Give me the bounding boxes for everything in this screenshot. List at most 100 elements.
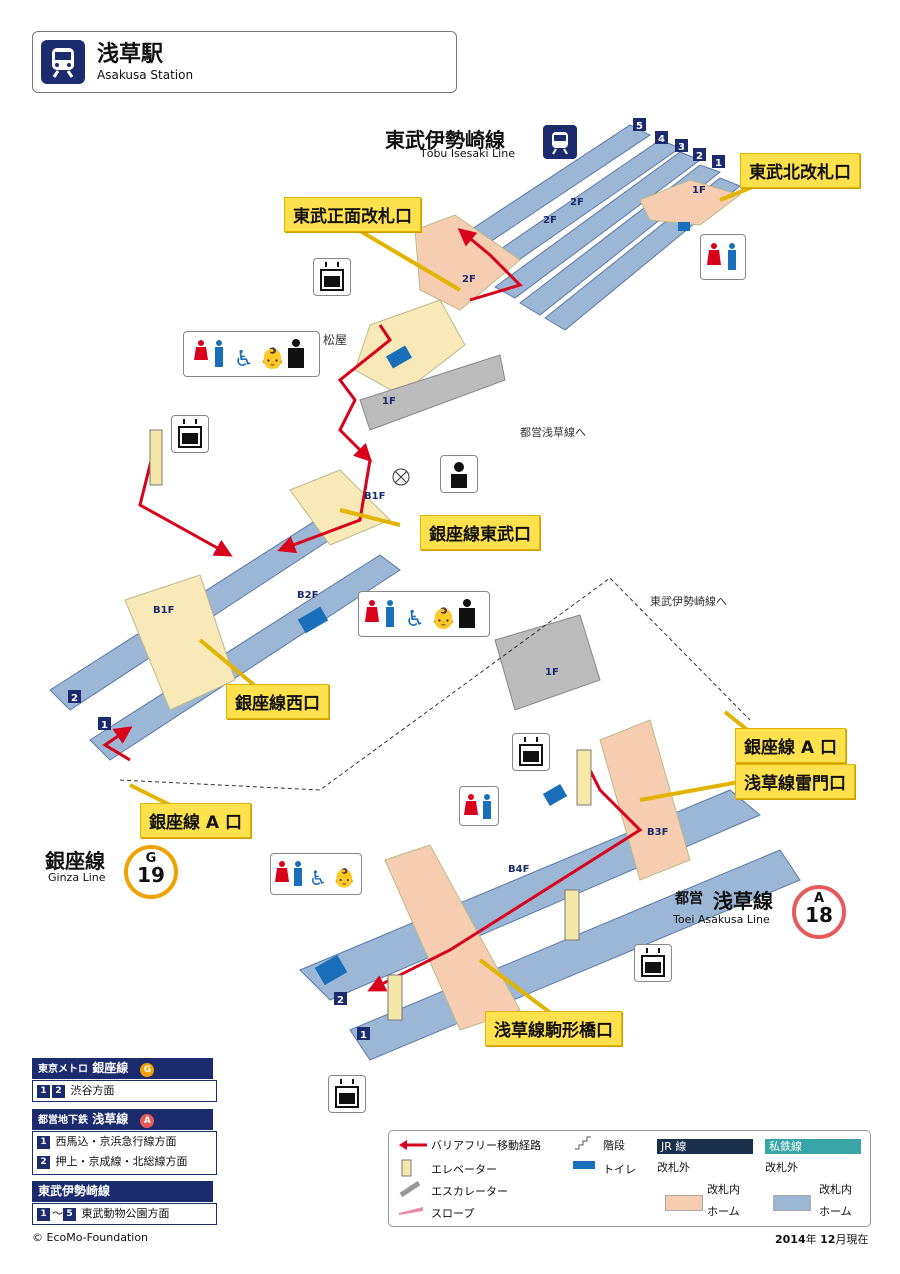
svg-text:♿: ♿ bbox=[309, 866, 327, 890]
svg-text:👶: 👶 bbox=[333, 867, 355, 889]
elevator-icon bbox=[512, 733, 550, 771]
ginza-line-name-en: Ginza Line bbox=[48, 871, 106, 884]
tobu-line-name-en: Tōbu Isesaki Line bbox=[420, 147, 515, 160]
elevator-icon bbox=[313, 258, 351, 296]
key-slope: スロープ bbox=[431, 1207, 475, 1220]
elevator-icon bbox=[634, 944, 672, 982]
floor-label: 2F bbox=[462, 274, 476, 285]
facilities-box: ♿👶 bbox=[183, 331, 320, 377]
key-barrier-free: バリアフリー移動経路 bbox=[431, 1139, 541, 1152]
escalator-key-icon bbox=[399, 1181, 421, 1197]
elevator-shaft bbox=[387, 974, 403, 1021]
toilet-marker bbox=[297, 606, 329, 634]
svg-text:2: 2 bbox=[337, 995, 344, 1006]
elevator-icon bbox=[328, 1075, 366, 1113]
ginza-tracks bbox=[49, 469, 401, 761]
tobu-line-name: 東武伊勢崎線 bbox=[385, 128, 505, 152]
callout-asakusa-kaminarimon-exit: 浅草線雷門口 bbox=[735, 764, 855, 799]
elevator-icon bbox=[171, 415, 209, 453]
svg-text:👶: 👶 bbox=[431, 606, 456, 630]
legend-tobu-row: 1〜5 東武動物公園方面 bbox=[32, 1203, 217, 1225]
floor-label: 2F bbox=[543, 215, 557, 226]
floor-label: 1F bbox=[692, 185, 706, 196]
asakusa-tracks bbox=[299, 614, 801, 1061]
copyright: © EcoMo-Foundation bbox=[32, 1231, 149, 1244]
key-inside-gate: 改札内 bbox=[707, 1183, 740, 1196]
key-outside-gate: 改札外 bbox=[765, 1161, 798, 1174]
key-stairs: 階段 bbox=[603, 1139, 625, 1152]
svg-text:👶: 👶 bbox=[260, 346, 285, 370]
svg-text:1: 1 bbox=[715, 158, 722, 169]
elevator-key-icon bbox=[401, 1159, 412, 1177]
stairs-key-icon bbox=[575, 1136, 591, 1150]
train-icon bbox=[41, 40, 85, 84]
key-jr-line: JR 線 bbox=[657, 1139, 753, 1154]
track-number-badges: 5 4 3 2 1 2 1 2 1 bbox=[68, 118, 725, 1041]
floor-label: B3F bbox=[647, 827, 669, 838]
barrier-free-route-icon bbox=[399, 1140, 427, 1150]
callout-tobu-front-gate: 東武正面改札口 bbox=[284, 197, 421, 232]
matsuya-label: 松屋 bbox=[323, 333, 348, 347]
callout-asakusa-a-exit: 銀座線 A 口 bbox=[735, 728, 846, 763]
station-header: 浅草駅 Asakusa Station bbox=[32, 31, 457, 93]
svg-text:4: 4 bbox=[658, 134, 665, 145]
key-private-line: 私鉄線 bbox=[765, 1139, 861, 1154]
callout-tobu-north-gate: 東武北改札口 bbox=[740, 153, 860, 188]
svg-text:2: 2 bbox=[696, 151, 703, 162]
train-icon bbox=[543, 125, 577, 159]
floor-label: 1F bbox=[545, 667, 559, 678]
facilities-box: ♿👶 bbox=[358, 591, 490, 637]
floor-label: 1F bbox=[382, 396, 396, 407]
ginza-line-name: 銀座線 bbox=[45, 849, 105, 873]
toilet-marker bbox=[385, 345, 413, 369]
key-elevator: エレベーター bbox=[431, 1163, 497, 1176]
toilet-marker bbox=[678, 222, 690, 231]
key-platform-swatch bbox=[665, 1195, 703, 1211]
svg-text:3: 3 bbox=[678, 142, 685, 153]
legend-ginza-header: 東京メトロ 銀座線 G bbox=[32, 1058, 213, 1079]
callout-ginza-west-exit: 銀座線西口 bbox=[226, 684, 329, 719]
key-platform: ホーム bbox=[819, 1205, 852, 1218]
svg-text:2: 2 bbox=[71, 693, 78, 704]
asakusa-line-badge: A 18 bbox=[792, 885, 846, 939]
ginza-line-badge: G 19 bbox=[124, 845, 178, 899]
key-platform: ホーム bbox=[707, 1205, 740, 1218]
station-subtitle: Asakusa Station bbox=[97, 68, 194, 82]
floor-label: B1F bbox=[153, 605, 175, 616]
floor-label: B4F bbox=[508, 864, 530, 875]
floor-label: B2F bbox=[297, 590, 319, 601]
callout-asakusa-komagata-exit: 浅草線駒形橋口 bbox=[485, 1011, 622, 1046]
facilities-box: ♿👶 bbox=[270, 853, 362, 895]
key-escalator: エスカレーター bbox=[431, 1185, 508, 1198]
toilet-marker bbox=[542, 783, 568, 807]
floor-label: B1F bbox=[364, 491, 386, 502]
asakusa-line-prefix: 都営 bbox=[675, 891, 703, 907]
map-key: バリアフリー移動経路 エレベーター エスカレーター スロープ 階段 トイレ JR… bbox=[388, 1130, 871, 1227]
station-staff-icon bbox=[440, 455, 478, 493]
key-toilet: トイレ bbox=[603, 1163, 636, 1176]
callout-ginza-tobu-exit: 銀座線東武口 bbox=[420, 515, 540, 550]
date-note: 2014年 12月現在 bbox=[775, 1233, 869, 1246]
toilet-icon bbox=[459, 786, 499, 826]
svg-text:1: 1 bbox=[101, 720, 108, 731]
to-tobu-note: 東武伊勢崎線へ bbox=[650, 595, 727, 608]
svg-text:♿: ♿ bbox=[405, 607, 425, 632]
floor-label: 2F bbox=[570, 197, 584, 208]
tobu-concourse bbox=[354, 179, 742, 431]
elevator-shaft bbox=[576, 749, 592, 806]
key-outside-gate: 改札外 bbox=[657, 1161, 690, 1174]
key-inside-gate: 改札内 bbox=[819, 1183, 852, 1196]
legend-asakusa-rows: 1 西馬込・京浜急行線方面 2 押上・京成線・北総線方面 bbox=[32, 1131, 217, 1175]
callout-ginza-a-exit: 銀座線 A 口 bbox=[140, 803, 251, 838]
svg-text:♿: ♿ bbox=[234, 347, 254, 372]
toilet-icon bbox=[700, 234, 746, 280]
asakusa-line-name-en: Toei Asakusa Line bbox=[673, 913, 770, 926]
toilet-key-icon bbox=[573, 1161, 595, 1169]
slope-key-icon bbox=[399, 1207, 423, 1215]
toilet-icon: ♿👶 bbox=[194, 339, 304, 372]
asakusa-line-name: 浅草線 bbox=[713, 889, 773, 913]
station-title: 浅草駅 bbox=[97, 42, 164, 67]
elevator-shaft bbox=[149, 429, 163, 486]
